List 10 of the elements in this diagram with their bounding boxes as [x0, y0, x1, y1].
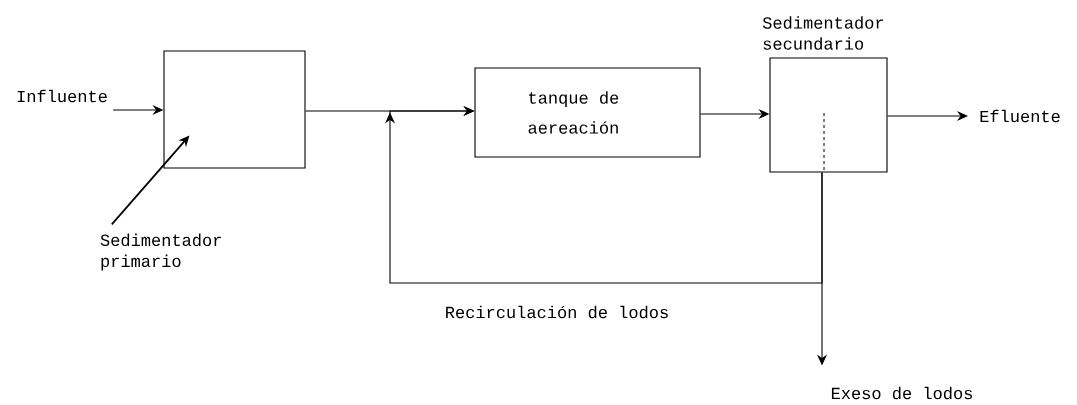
flow-label: Sedimentador primario	[100, 233, 221, 271]
node-label: Sedimentador secundario	[762, 16, 884, 50]
arrow	[384, 105, 823, 284]
flow-label: Efluente	[980, 109, 1060, 123]
flow-label: Influente	[17, 89, 107, 103]
process-box: tanque de aereación	[474, 67, 701, 158]
process-box: Sedimentador secundario	[762, 16, 888, 173]
edge-label: Recirculación de lodos	[443, 304, 671, 320]
flow-label: Exeso de lodos	[831, 386, 972, 400]
process-box	[163, 50, 306, 169]
